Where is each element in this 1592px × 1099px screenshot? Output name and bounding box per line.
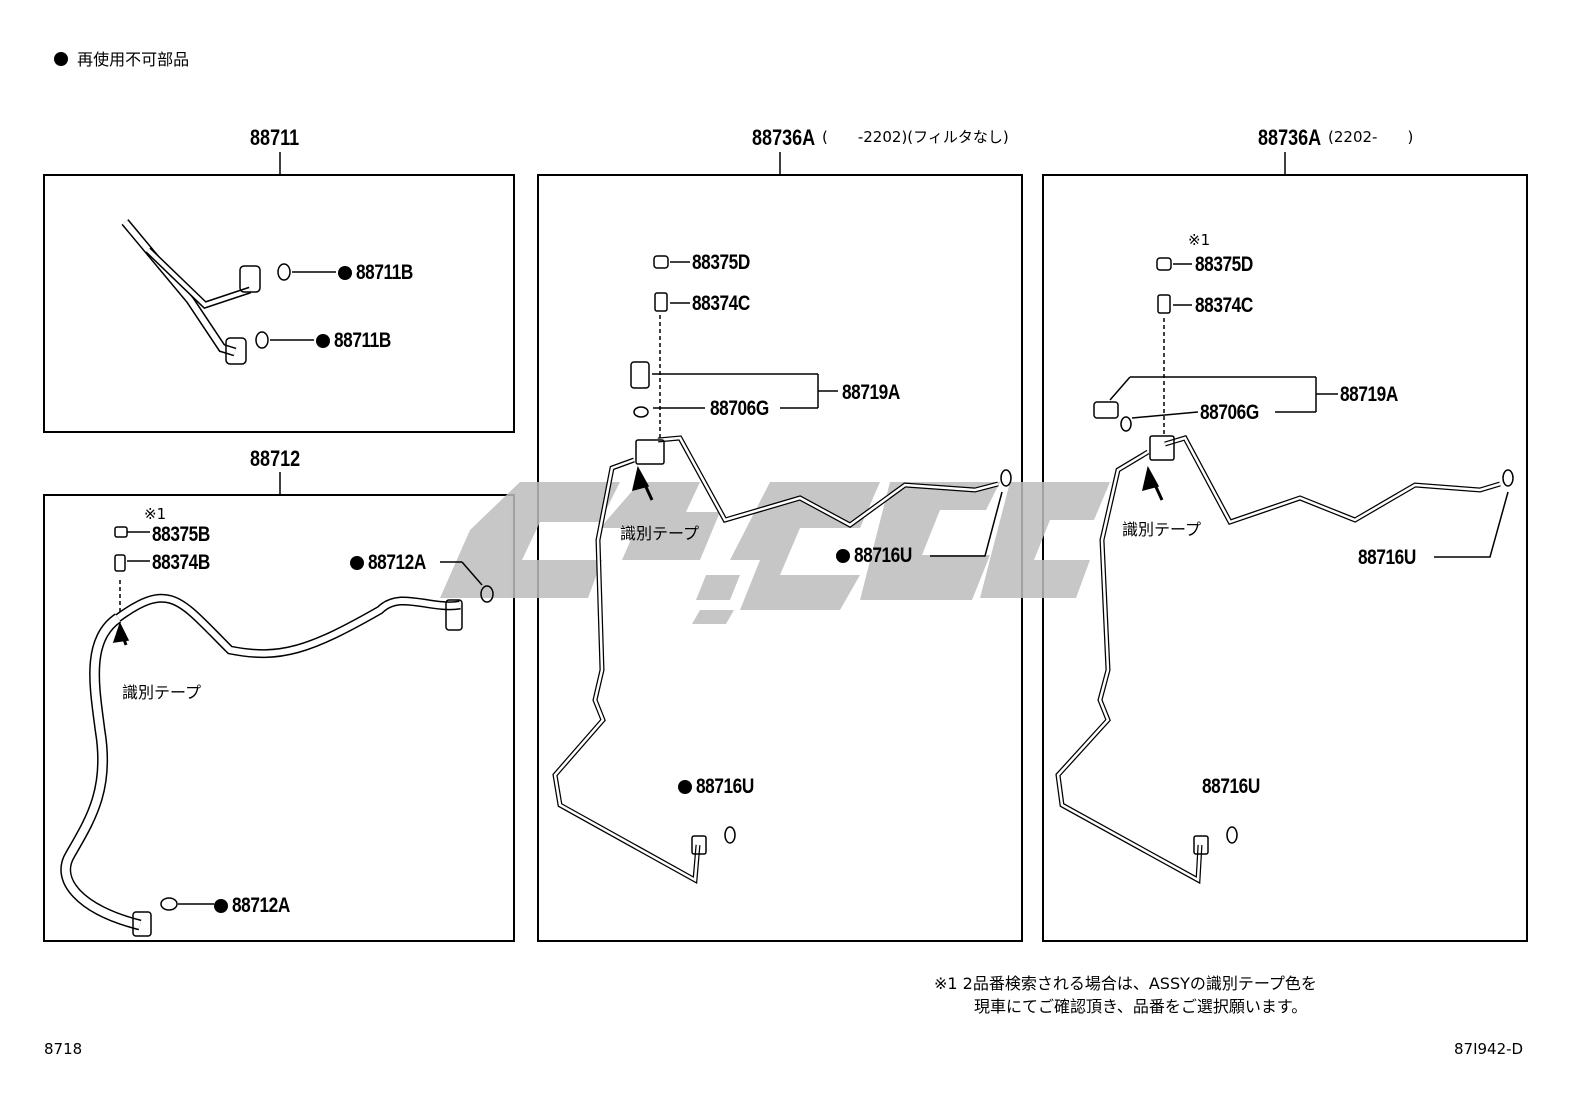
part-88719a[interactable]: 88719A	[842, 381, 900, 404]
part-88712a-lower[interactable]: 88712A	[214, 895, 303, 916]
part-88711b-lower[interactable]: 88711B	[316, 330, 403, 351]
panel-88736a-2-title: 88736A	[1258, 125, 1322, 150]
part-88375d[interactable]: 88375D	[692, 251, 750, 274]
panel-88736a-1-title: 88736A	[752, 125, 816, 150]
panel-88736a-2-suffix: (2202- )	[1328, 128, 1414, 146]
non-reusable-dot-icon	[316, 334, 330, 348]
non-reusable-dot-icon	[338, 266, 352, 280]
part-88374c[interactable]: 88374C	[692, 292, 750, 315]
note-mark-1: ※1	[1188, 231, 1211, 249]
part-88706g[interactable]: 88706G	[710, 397, 769, 420]
part-88716u-bottom[interactable]: 88716U	[1202, 775, 1260, 798]
panel-88711	[43, 174, 515, 433]
panel-88711-title: 88711	[250, 125, 300, 150]
non-reusable-dot-icon	[54, 52, 68, 66]
legend-label: 再使用不可部品	[77, 50, 190, 69]
id-tape-label: 識別テープ	[122, 683, 202, 702]
non-reusable-dot-icon	[678, 780, 692, 794]
footer-right-code: 87I942-D	[1454, 1040, 1524, 1058]
non-reusable-dot-icon	[350, 556, 364, 570]
part-88374c[interactable]: 88374C	[1195, 294, 1253, 317]
part-88375b[interactable]: 88375B	[152, 523, 210, 546]
panel-88712-title: 88712	[250, 446, 301, 471]
part-88712a-upper[interactable]: 88712A	[350, 552, 439, 573]
part-88706g[interactable]: 88706G	[1200, 401, 1259, 424]
legend: 再使用不可部品	[54, 52, 189, 68]
footnote: ※1 2品番検索される場合は、ASSYの識別テープ色を 現車にてご確認頂き、品番…	[934, 972, 1317, 1018]
part-88375d[interactable]: 88375D	[1195, 253, 1253, 276]
panel-88712	[43, 494, 515, 942]
id-tape-label: 識別テープ	[1122, 520, 1202, 539]
non-reusable-dot-icon	[214, 899, 228, 913]
non-reusable-dot-icon	[836, 549, 850, 563]
part-88716u-bottom[interactable]: 88716U	[678, 776, 767, 797]
footer-left-code: 8718	[44, 1040, 83, 1058]
id-tape-label: 識別テープ	[620, 524, 700, 543]
footnote-line-2: 現車にてご確認頂き、品番をご選択願います。	[974, 997, 1308, 1017]
part-88719a[interactable]: 88719A	[1340, 383, 1398, 406]
panel-88736a-2	[1042, 174, 1528, 942]
watermark-logo	[440, 482, 1110, 624]
footnote-line-1: ※1 2品番検索される場合は、ASSYの識別テープ色を	[934, 974, 1317, 993]
part-88716u-right[interactable]: 88716U	[836, 545, 925, 566]
note-mark-1: ※1	[144, 505, 167, 523]
panel-88736a-1-suffix: ( -2202)(フィルタなし)	[822, 128, 1009, 146]
part-88716u-right[interactable]: 88716U	[1358, 546, 1416, 569]
part-88711b-upper[interactable]: 88711B	[338, 262, 425, 283]
part-88374b[interactable]: 88374B	[152, 551, 210, 574]
